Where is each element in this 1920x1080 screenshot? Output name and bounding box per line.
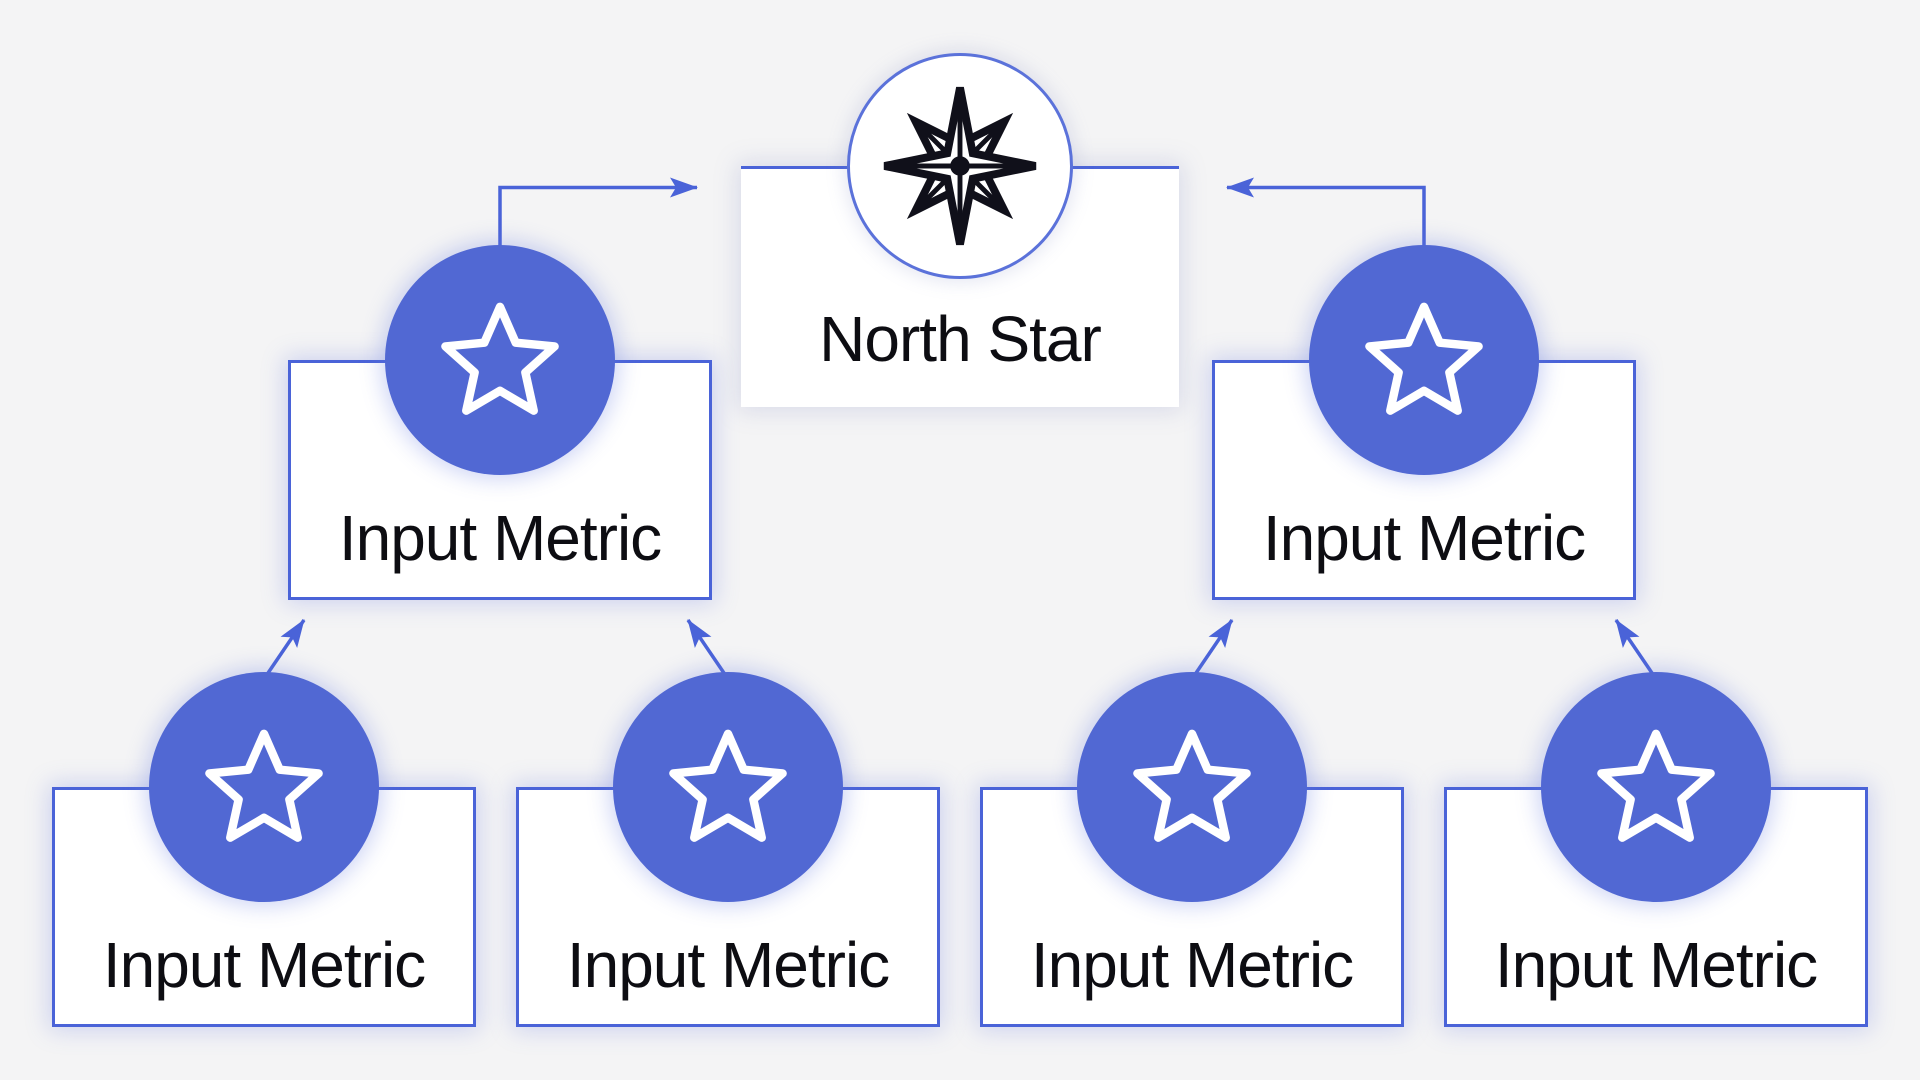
star-icon bbox=[205, 729, 323, 842]
star-icon bbox=[1597, 729, 1715, 842]
north-star-label: North Star bbox=[819, 303, 1102, 375]
star-icon bbox=[669, 729, 787, 842]
arrow-left-to-northstar bbox=[498, 177, 698, 254]
input-metric-node-bottom-1: Input Metric bbox=[52, 672, 476, 1027]
star-icon bbox=[441, 302, 559, 415]
north-star-icon-circle bbox=[847, 53, 1073, 279]
input-metric-icon-circle bbox=[1077, 672, 1307, 902]
input-metric-label: Input Metric bbox=[102, 929, 426, 1001]
input-metric-icon-circle bbox=[1309, 245, 1539, 475]
input-metric-label: Input Metric bbox=[566, 929, 890, 1001]
arrow-right-to-northstar bbox=[1226, 177, 1426, 254]
star-icon bbox=[1365, 302, 1483, 415]
input-metric-node-bottom-3: Input Metric bbox=[980, 672, 1404, 1027]
input-metric-node-bottom-4: Input Metric bbox=[1444, 672, 1868, 1027]
input-metric-node-bottom-2: Input Metric bbox=[516, 672, 940, 1027]
input-metric-label: Input Metric bbox=[338, 502, 662, 574]
input-metric-label: Input Metric bbox=[1030, 929, 1354, 1001]
north-star-node: North Star bbox=[741, 53, 1179, 407]
arrow-bottom2-to-left bbox=[686, 619, 728, 677]
input-metric-icon-circle bbox=[613, 672, 843, 902]
arrow-bottom1-to-left bbox=[264, 619, 306, 677]
arrow-bottom4-to-right bbox=[1614, 619, 1656, 677]
compass-rose-icon bbox=[883, 86, 1037, 246]
input-metric-node-left: Input Metric bbox=[288, 245, 712, 600]
input-metric-node-right: Input Metric bbox=[1212, 245, 1636, 600]
input-metric-icon-circle bbox=[385, 245, 615, 475]
input-metric-icon-circle bbox=[149, 672, 379, 902]
input-metric-label: Input Metric bbox=[1494, 929, 1818, 1001]
input-metric-icon-circle bbox=[1541, 672, 1771, 902]
arrow-bottom3-to-right bbox=[1192, 619, 1234, 677]
star-icon bbox=[1133, 729, 1251, 842]
input-metric-label: Input Metric bbox=[1262, 502, 1586, 574]
